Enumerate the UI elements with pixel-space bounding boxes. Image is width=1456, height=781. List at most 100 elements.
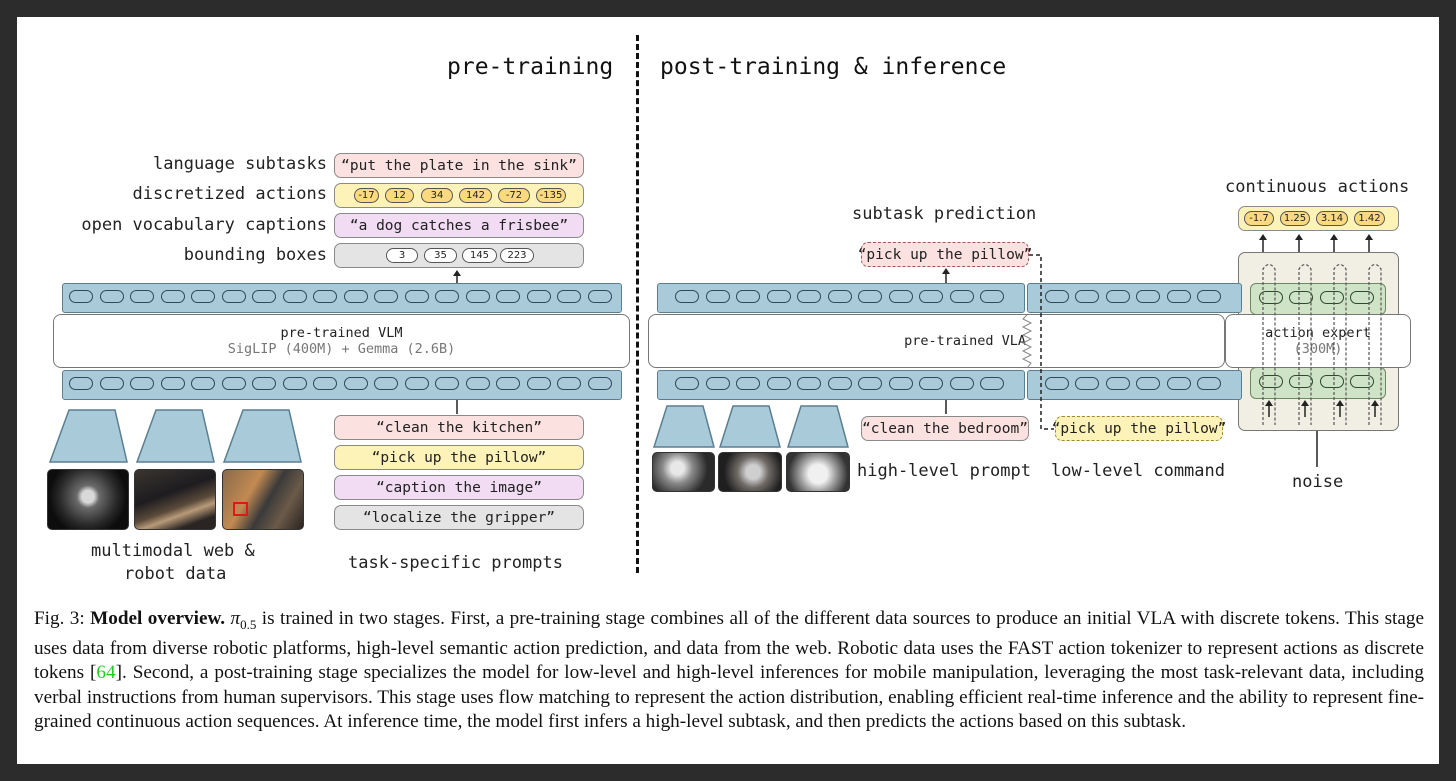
continuous-token-chip: -1.7 [1244,211,1274,226]
token [557,290,582,303]
bbox-token-chip: 35 [424,248,457,263]
token [1166,290,1191,303]
pretrained-vlm-box: pre-trained VLM SigLIP (400M) + Gemma (2… [53,314,630,368]
citation-link[interactable]: 64 [96,662,116,684]
token [526,377,551,390]
token [465,377,490,390]
high-level-prompt-label: high-level prompt [857,461,1031,481]
token [858,377,882,390]
label-discretized-actions: discretized actions [132,184,327,204]
token [1289,291,1314,304]
data-label-line2: robot data [124,564,227,584]
token [736,377,760,390]
token [1319,291,1344,304]
token [343,290,368,303]
token [827,290,852,303]
label-bounding-boxes: bounding boxes [183,245,327,265]
caption-text-2: ]. Second, a post-training stage special… [34,662,1424,733]
caption-symbol: π [230,608,241,629]
token [797,290,821,303]
image-encoder [652,405,715,448]
expert-title: action expert [1265,325,1371,341]
token [526,290,551,303]
token [282,290,307,303]
robot-camera-image [718,452,782,492]
token [313,290,338,303]
token [736,290,760,303]
noise-label: noise [1292,472,1344,492]
prompts-label: task-specific prompts [348,553,563,573]
token [1197,290,1222,303]
token [99,377,124,390]
bbox-token-chip: 145 [462,248,497,263]
caption-prefix: Fig. 3: [34,608,91,629]
token [374,377,399,390]
token [343,377,368,390]
token [949,290,974,303]
token [1258,291,1283,304]
pre-input-token-bar [62,370,622,400]
image-encoder [135,409,215,463]
bounding-box-marker [233,502,248,516]
token [1350,375,1375,388]
token [980,290,1004,303]
token [252,377,277,390]
token [766,290,791,303]
token [252,290,277,303]
expert-input-token-bar [1250,367,1386,399]
prompt-pick-pillow: “pick up the pillow” [334,445,584,470]
token [587,377,612,390]
token [160,377,185,390]
token [496,377,521,390]
data-label-line1: multimodal web & [91,541,255,561]
token [99,290,124,303]
action-token-chip: -72 [498,188,530,203]
label-language-subtasks: language subtasks [153,154,327,174]
token [919,377,943,390]
token [435,377,460,390]
token [949,377,974,390]
token [888,377,913,390]
token [587,290,612,303]
action-token-chip: 12 [385,188,414,203]
token [69,377,94,390]
image-encoder [222,409,302,463]
action-token-chip: -135 [536,188,566,203]
token [69,290,94,303]
continuous-token-chip: 1.42 [1354,211,1385,226]
token [191,290,216,303]
caption-symbol-sub: 0.5 [240,616,257,632]
token [1197,377,1222,390]
action-expert-box: action expert (300M) [1225,314,1411,368]
token [675,290,699,303]
token [130,377,155,390]
vla-output-token-bar [657,283,1025,313]
continuous-token-chip: 1.25 [1280,211,1310,226]
image-encoder [786,405,849,448]
token [827,377,852,390]
token [374,290,399,303]
token [282,377,307,390]
token [1350,291,1375,304]
token [1075,377,1100,390]
token [705,290,730,303]
token [1044,290,1069,303]
token [435,290,460,303]
vla-title: pre-trained VLA [904,333,1026,349]
prompt-clean-kitchen: “clean the kitchen” [334,415,584,440]
robot-camera-image [652,452,715,492]
pre-output-token-bar [62,283,622,313]
robot-gripper-image [222,469,304,530]
token [797,377,821,390]
token [888,290,913,303]
token [496,290,521,303]
prompt-localize-gripper: “localize the gripper” [334,505,584,530]
token [1258,375,1283,388]
vlm-title: pre-trained VLM [280,325,403,341]
pretrained-vla-box: pre-trained VLA [648,314,1225,368]
token [557,377,582,390]
noise-input-arrows [1268,405,1376,417]
expert-subtitle: (300M) [1293,341,1343,357]
pre-subtask-output: “put the plate in the sink” [334,153,584,178]
token [465,290,490,303]
